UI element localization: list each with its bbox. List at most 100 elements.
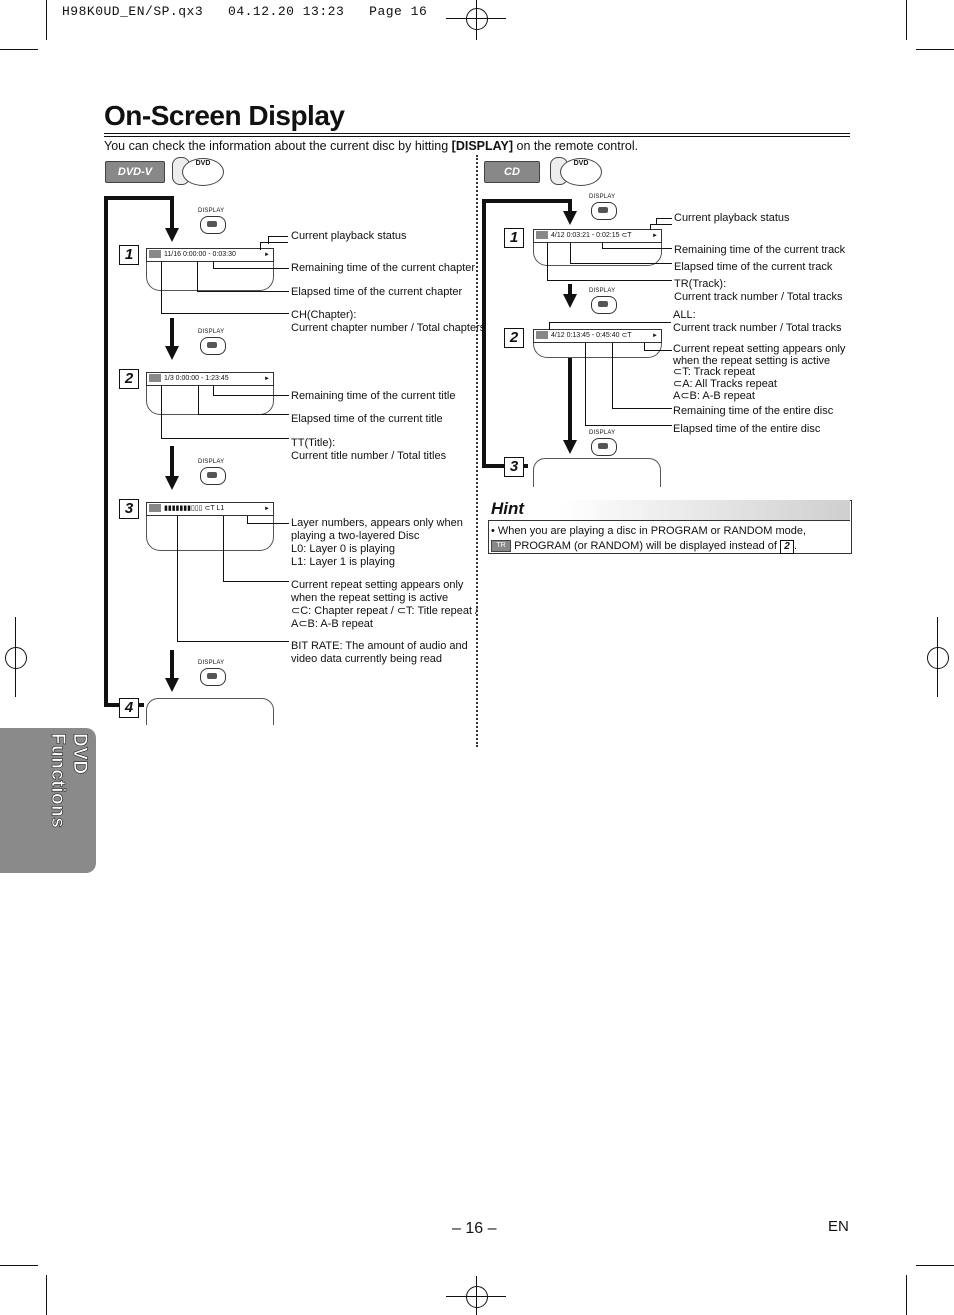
- cd-label-repeat-3: ⊂T: Track repeat: [673, 366, 755, 378]
- down-arrow-icon: [165, 228, 179, 242]
- display-button-icon: [591, 296, 617, 314]
- label-remain-title: Remaining time of the current title: [291, 390, 456, 402]
- dvd-osd-bitrate: ▮▮▮▮▮▮▮▯▯▯ ⊂T L1►: [146, 502, 274, 516]
- cd-osd-track: 4/12 0:03:21 - 0:02:15 ⊂T►: [533, 229, 662, 243]
- all-icon: [536, 331, 548, 340]
- track-icon: [536, 231, 548, 240]
- label-layer-3: L0: Layer 0 is playing: [291, 543, 395, 555]
- cd-label-all-desc: Current track number / Total tracks: [673, 322, 842, 334]
- display-label: DISPLAY: [589, 194, 616, 200]
- screen-outline: [533, 243, 662, 266]
- dvd-logo-icon: DVD: [560, 158, 602, 186]
- down-arrow-icon: [568, 284, 572, 296]
- display-button-icon: [200, 216, 226, 234]
- dvd-logo-icon: DVD: [182, 158, 224, 186]
- display-button-icon: [200, 337, 226, 355]
- intro-text: You can check the information about the …: [104, 139, 639, 153]
- step-2-label: 2: [119, 369, 139, 389]
- cd-step-2-label: 2: [504, 328, 524, 348]
- hint-text: • When you are playing a disc in PROGRAM…: [491, 525, 807, 554]
- section-tab-label: DVD Functions: [47, 733, 91, 829]
- label-tt-title: TT(Title):: [291, 437, 336, 449]
- display-button-icon: [200, 668, 226, 686]
- display-label: DISPLAY: [198, 660, 225, 666]
- loop-line: [104, 196, 172, 200]
- hint-title: Hint: [491, 499, 525, 518]
- crop-mark: [916, 49, 954, 50]
- page-number: – 16 –: [452, 1220, 497, 1237]
- down-arrow-icon: [568, 199, 572, 213]
- print-slug: H98K0UD_EN/SP.qx3 04.12.20 13:23 Page 16: [62, 4, 428, 19]
- loop-line: [104, 196, 108, 706]
- cd-label-repeat-5: A⊂B: A-B repeat: [673, 390, 755, 402]
- dvd-osd-title: 1/3 0:00:00 - 1:23:45►: [146, 372, 274, 386]
- play-icon: ►: [652, 233, 658, 239]
- down-arrow-icon: [170, 318, 174, 348]
- language-code: EN: [828, 1218, 849, 1235]
- cd-osd-all: 4/12 0:13:45 - 0:45:40 ⊂T►: [533, 329, 662, 343]
- crop-mark: [476, 0, 477, 40]
- label-ch-title: CH(Chapter):: [291, 309, 357, 321]
- screen-outline: [146, 516, 274, 551]
- title-icon: [149, 374, 161, 383]
- down-arrow-icon: [170, 650, 174, 680]
- cd-badge: CD: [484, 161, 540, 183]
- crop-mark: [937, 617, 938, 697]
- crop-mark: [476, 1276, 477, 1315]
- play-icon: ►: [264, 376, 270, 382]
- cd-label-tr-title: TR(Track):: [674, 278, 727, 290]
- registration-mark-icon: [927, 647, 949, 669]
- bitrate-icon: [149, 504, 161, 513]
- display-label: DISPLAY: [198, 208, 225, 214]
- cd-label-elapsed-track: Elapsed time of the current track: [674, 261, 833, 273]
- cd-label-playback-status: Current playback status: [674, 212, 790, 224]
- cd-label-tr-desc: Current track number / Total tracks: [674, 291, 843, 303]
- play-icon: ►: [264, 506, 270, 512]
- cd-label-repeat-4: ⊂A: All Tracks repeat: [673, 378, 777, 390]
- page-title: On-Screen Display: [104, 100, 345, 131]
- cd-label-repeat-1: Current repeat setting appears only: [673, 343, 846, 355]
- column-divider: [476, 155, 478, 747]
- display-button-icon: [200, 467, 226, 485]
- hint-header: [488, 500, 850, 521]
- step-4-label: 4: [119, 698, 139, 718]
- registration-mark-icon: [5, 647, 27, 669]
- cd-step-1-label: 1: [504, 228, 524, 248]
- screen-outline: [146, 262, 274, 291]
- label-playback-status: Current playback status: [291, 230, 407, 242]
- crop-mark: [0, 1265, 38, 1266]
- title-rule: [104, 133, 850, 137]
- loop-line: [482, 199, 486, 467]
- play-icon: ►: [264, 252, 270, 258]
- cd-label-elapsed-disc: Elapsed time of the entire disc: [673, 423, 821, 435]
- crop-mark: [46, 0, 47, 40]
- label-repeat-4: A⊂B: A-B repeat: [291, 618, 373, 630]
- label-elapsed-chapter: Elapsed time of the current chapter: [291, 286, 463, 298]
- label-repeat-2: when the repeat setting is active: [291, 592, 449, 604]
- cd-label-repeat-2: when the repeat setting is active: [673, 355, 831, 367]
- label-layer-4: L1: Layer 1 is playing: [291, 556, 395, 568]
- crop-mark: [446, 1296, 506, 1297]
- label-layer-1: Layer numbers, appears only when: [291, 517, 463, 529]
- cd-label-all-title: ALL:: [673, 309, 696, 321]
- loop-line: [482, 199, 570, 203]
- screen-outline: [533, 343, 662, 358]
- screen-blank: [533, 458, 661, 487]
- screen-outline: [146, 386, 274, 415]
- dvd-osd-chapter: 11/16 0:00:00 - 0:03:30►: [146, 248, 274, 262]
- cd-label-remain-track: Remaining time of the current track: [674, 244, 846, 256]
- label-repeat-3: ⊂C: Chapter repeat / ⊂T: Title repeat /: [291, 605, 479, 617]
- display-button-icon: [591, 438, 617, 456]
- registration-mark-icon: [466, 8, 488, 30]
- registration-mark-icon: [466, 1286, 488, 1308]
- down-arrow-icon: [170, 196, 174, 230]
- down-arrow-icon: [568, 358, 572, 442]
- down-arrow-icon: [165, 678, 179, 692]
- down-arrow-icon: [563, 440, 577, 454]
- track-icon: TR: [491, 540, 511, 553]
- cd-label-remain-disc: Remaining time of the entire disc: [673, 405, 834, 417]
- crop-mark: [0, 49, 38, 50]
- down-arrow-icon: [170, 446, 174, 478]
- step-3-label: 3: [119, 499, 139, 519]
- display-label: DISPLAY: [589, 430, 616, 436]
